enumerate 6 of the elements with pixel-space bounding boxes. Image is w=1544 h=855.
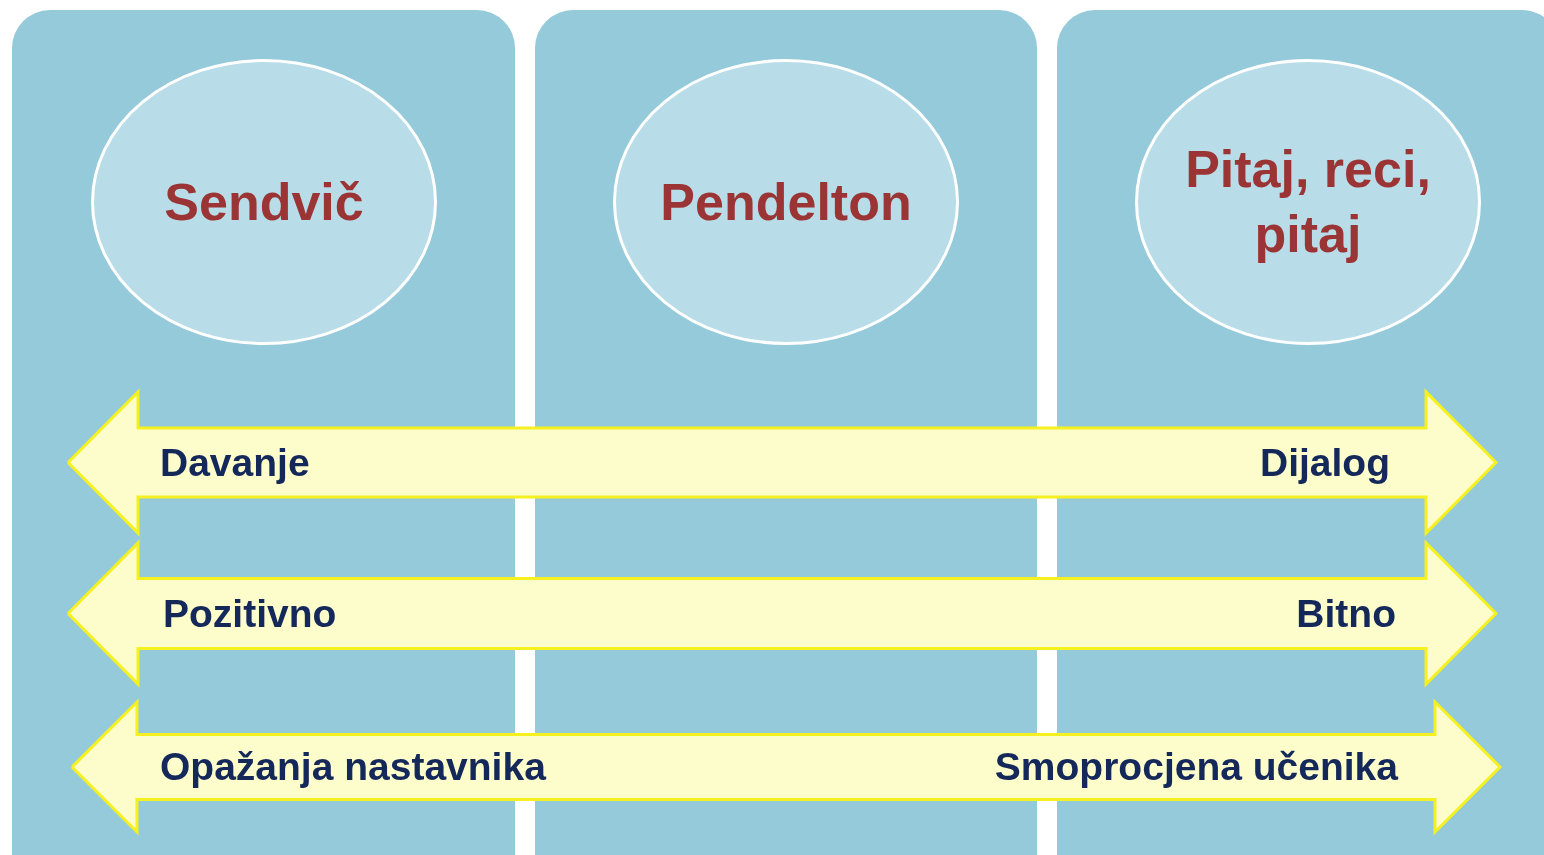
- ellipse-label: Pitaj, reci, pitaj: [1184, 139, 1432, 265]
- ellipse-shape: [613, 59, 959, 345]
- ellipse-shape: [1135, 59, 1481, 345]
- ellipse-label: Pendelton: [659, 171, 913, 233]
- ellipse-shape: [91, 59, 437, 345]
- ellipse-label: Sendvič: [163, 171, 365, 233]
